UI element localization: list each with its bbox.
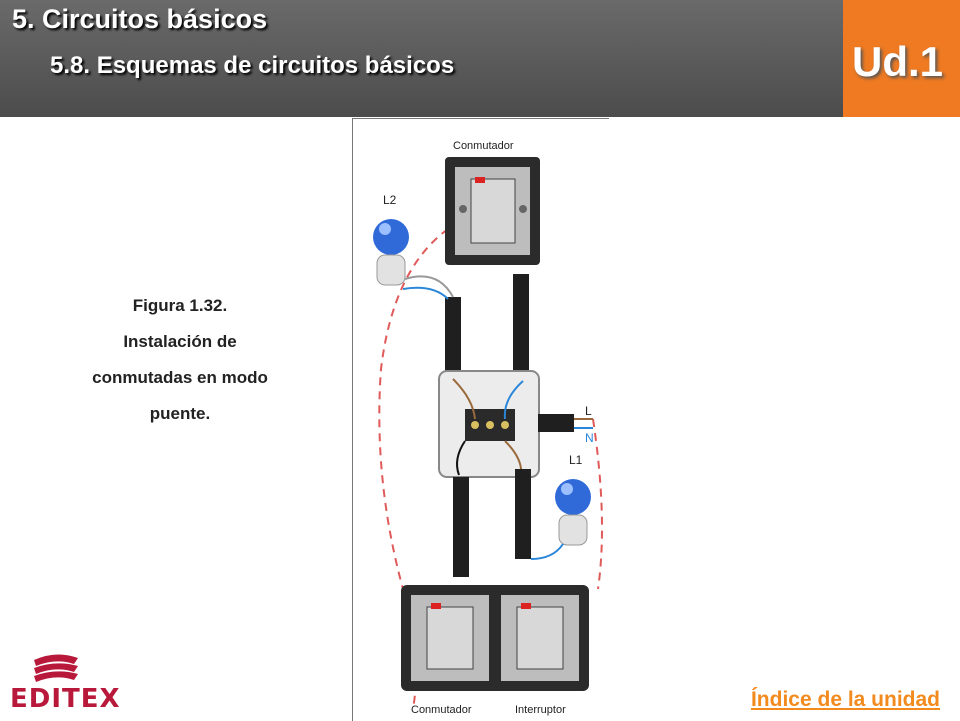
bottom-left-terminal: [431, 603, 441, 609]
editex-logo-icon: [34, 654, 78, 682]
conduit-tube: [453, 477, 469, 577]
bottom-right-terminal: [521, 603, 531, 609]
top-switch-screw: [519, 205, 527, 213]
blue-wire: [503, 380, 524, 420]
caption-line: puente.: [149, 404, 211, 423]
conduit-tube: [515, 469, 531, 559]
lamp1-label: L1: [569, 453, 583, 467]
lamp2-highlight: [379, 223, 391, 235]
blue-wire: [402, 286, 449, 300]
lamp1-bulb: [555, 479, 591, 515]
editex-logo-text: EDITEX: [10, 684, 121, 714]
page-title: 5. Circuitos básicos: [12, 4, 268, 34]
black-wire: [456, 440, 466, 476]
terminal-screw: [471, 421, 479, 429]
dashed-conduit: [592, 418, 603, 590]
bottom-right-mechanism: [516, 606, 564, 670]
caption-line: conmutadas en modo: [92, 368, 268, 387]
top-switch-label: Conmutador: [453, 140, 514, 152]
terminal-screw: [501, 421, 509, 429]
caption-line: Instalación de: [123, 332, 237, 351]
page-subtitle: 5.8. Esquemas de circuitos básicos: [50, 52, 455, 79]
lamp2-holder: [376, 254, 406, 286]
wiring-diagram: Conmutador L2 L N L1: [352, 118, 609, 721]
figure-caption: Figura 1.32. Instalación de conmutadas e…: [30, 288, 330, 432]
unit-label: Ud.1: [852, 38, 944, 85]
neutral-label: N: [585, 431, 594, 445]
top-switch-screw: [459, 205, 467, 213]
lamp2-bulb: [373, 219, 409, 255]
brown-wire: [452, 378, 476, 420]
bottom-left-label: Conmutador: [411, 704, 472, 716]
header-bar: 5. Circuitos básicos 5.8. Esquemas de ci…: [0, 0, 843, 117]
unit-badge: [843, 0, 960, 117]
lamp2-label: L2: [383, 193, 397, 207]
conduit-tube: [513, 274, 529, 374]
lamp1-highlight: [561, 483, 573, 495]
caption-line: Figura 1.32.: [132, 296, 228, 315]
blue-wire: [530, 543, 564, 560]
lamp1-holder: [558, 514, 588, 546]
line-label: L: [585, 404, 592, 418]
top-switch-terminal: [475, 177, 485, 183]
feed-cable: [538, 414, 574, 432]
unit-index-link[interactable]: Índice de la unidad: [750, 688, 940, 711]
conduit-tube: [445, 297, 461, 387]
top-switch-mechanism: [470, 178, 516, 244]
bottom-right-label: Interruptor: [515, 704, 566, 716]
grey-wire: [404, 275, 454, 298]
wiring-diagram-svg: Conmutador L2 L N L1: [373, 140, 603, 716]
terminal-screw: [486, 421, 494, 429]
bottom-left-mechanism: [426, 606, 474, 670]
